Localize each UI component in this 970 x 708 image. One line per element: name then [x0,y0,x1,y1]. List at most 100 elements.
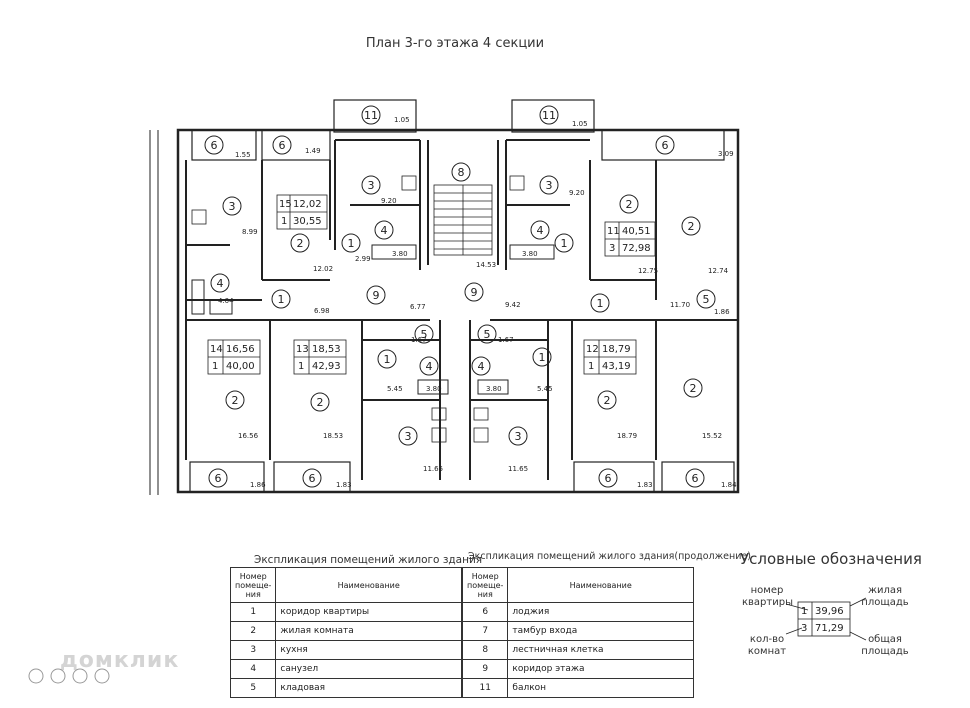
room-label: 6 [279,139,286,152]
room-label: 9 [373,289,380,302]
area-label: 9.20 [381,197,397,205]
area-label: 1.55 [235,151,251,159]
apt-living-area: 18,79 [602,344,631,355]
explication-caption-continued: Экспликация помещений жилого здания(прод… [468,551,751,562]
room-label: 6 [605,472,612,485]
room-label: 5 [484,328,491,341]
legend-apt-number: 1 [801,606,807,617]
room-label: 2 [688,220,695,233]
room-label: 2 [604,394,611,407]
area-label: 8.99 [242,228,258,236]
apt-living-area: 18,53 [312,344,341,355]
apartment-box: 12 18,79 1 43,19 [583,339,637,375]
room-label: 1 [348,237,355,250]
col-name-header: Наименование [507,567,694,603]
room-label: 9 [471,286,478,299]
room-label: 2 [232,394,239,407]
area-label: 3.80 [392,250,408,258]
area-label: 1.83 [637,481,653,489]
apt-number: 11 [607,226,620,237]
room-label: 2 [690,382,697,395]
legend-apt-number-label: номер квартиры [742,585,793,608]
legend-living-label: жилая площадь [861,585,909,608]
area-label: 18.53 [323,432,343,440]
room-label: 3 [405,430,412,443]
room-label: 1 [384,353,391,366]
apt-rooms: 3 [609,243,615,254]
room-label: 4 [478,360,485,373]
room-label: 1 [539,351,546,364]
area-label: 3.80 [426,385,442,393]
area-label: 6.98 [314,307,330,315]
apartment-box: 13 18,53 1 42,93 [293,339,347,375]
explication-caption: Экспликация помещений жилого здания [254,554,483,566]
table-header-row: Номер помеще- ния Наименование [461,567,694,603]
legend-diagram: 1 39,96 3 71,29 [785,597,867,641]
compass-icon [28,668,110,684]
legend-living-area: 39,96 [815,606,844,617]
room-label: 5 [703,293,710,306]
apartment-box: 15 12,02 1 30,55 [276,194,328,230]
apt-rooms: 1 [212,361,218,372]
floor-plan: 6 6 11 11 6 3 3 3 8 2 2 2 1 4 4 1 4 1 9 … [149,99,740,495]
apt-rooms: 1 [298,361,304,372]
apt-number: 14 [210,344,223,355]
area-label: 11.65 [423,465,443,473]
col-number-header: Номер помеще- ния [461,567,509,603]
room-label: 1 [278,293,285,306]
area-label: 5.45 [387,385,403,393]
apt-total-area: 30,55 [293,216,322,227]
apt-number: 12 [586,344,599,355]
legend-total-label: общая площадь [861,634,909,657]
room-label: 2 [317,396,324,409]
room-label: 11 [542,109,556,122]
area-label: 16.56 [238,432,259,440]
room-label: 4 [217,277,224,290]
legend-rooms: 3 [801,623,807,634]
room-label: 6 [692,472,699,485]
area-label: 3.09 [718,150,734,158]
area-label: 4.04 [218,297,234,305]
area-label: 9.42 [505,301,521,309]
area-label: 1.86 [250,481,266,489]
area-label: 14.53 [476,261,496,269]
apartment-box: 11 40,51 3 72,98 [604,221,656,257]
area-label: 6.77 [410,303,426,311]
apartment-box: 14 16,56 1 40,00 [207,339,261,375]
area-label: 11.65 [508,465,528,473]
apt-rooms: 1 [588,361,594,372]
room-label: 1 [561,237,568,250]
area-label: 18.79 [617,432,637,440]
room-label: 6 [662,139,669,152]
table-header-row: Номер помеще- ния Наименование [229,567,462,603]
area-label: 3.80 [486,385,502,393]
area-label: 11.70 [670,301,690,309]
col-name-header: Наименование [275,567,462,603]
room-label: 4 [381,224,388,237]
room-label: 6 [309,472,316,485]
apt-number: 15 [279,199,292,210]
room-label: 4 [537,224,544,237]
room-label: 5 [421,328,428,341]
room-label: 6 [215,472,222,485]
area-label: 12.02 [313,265,333,273]
room-label: 6 [211,139,218,152]
apt-living-area: 40,51 [622,226,651,237]
apt-total-area: 40,00 [226,361,255,372]
apt-rooms: 1 [281,216,287,227]
area-label: 12.75 [638,267,658,275]
area-label: 1.84 [721,481,737,489]
room-label: 8 [458,166,465,179]
room-label: 3 [546,179,553,192]
